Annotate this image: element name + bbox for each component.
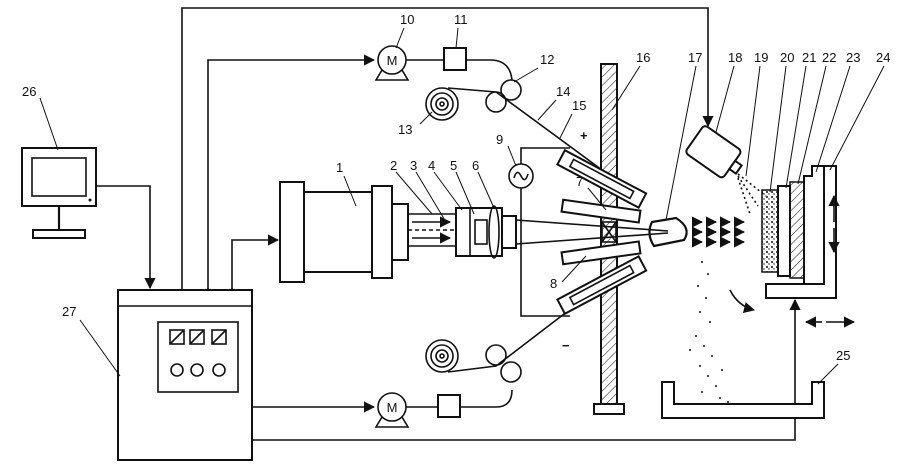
laser-beams [408, 214, 456, 246]
backing-plate-22 [790, 182, 804, 278]
label-8: 8 [550, 276, 557, 291]
molten-droplet-17 [649, 218, 686, 246]
collection-tray-25 [662, 382, 824, 418]
falling-particles [689, 261, 729, 405]
rotation-arrow [730, 290, 754, 310]
label-15: 15 [572, 98, 586, 113]
label-19: 19 [754, 50, 768, 65]
label-9: 9 [496, 132, 503, 147]
label-17: 17 [688, 50, 702, 65]
label-27: 27 [62, 304, 76, 319]
laser-head-1 [280, 182, 408, 282]
control-cabinet-27 [118, 290, 252, 460]
ac-symbol [514, 172, 528, 179]
lower-controller-box [438, 395, 460, 417]
wire-spool-13 [426, 88, 458, 120]
label-13: 13 [398, 122, 412, 137]
motor-symbol: M [387, 53, 398, 68]
support-base [594, 404, 624, 414]
label-2: 2 [390, 158, 397, 173]
lower-wire-spool [426, 340, 458, 372]
computer-26 [22, 148, 96, 238]
label-25: 25 [836, 348, 850, 363]
polarity-minus: − [562, 338, 570, 353]
label-3: 3 [410, 158, 417, 173]
polarity-plus: + [580, 128, 588, 143]
support-column-16 [601, 64, 617, 406]
label-5: 5 [450, 158, 457, 173]
label-22: 22 [822, 50, 836, 65]
controller-box-11 [444, 48, 466, 70]
substrate-21 [778, 186, 790, 276]
lower-motor: M [376, 393, 408, 427]
particle-jet [692, 222, 744, 242]
label-21: 21 [802, 50, 816, 65]
label-6: 6 [472, 158, 479, 173]
optics-group-5 [456, 208, 502, 256]
label-10: 10 [400, 12, 414, 27]
label-24: 24 [876, 50, 890, 65]
label-4: 4 [428, 158, 435, 173]
clamp-23 [804, 166, 824, 286]
label-20: 20 [780, 50, 794, 65]
label-16: 16 [636, 50, 650, 65]
lower-motor-symbol: M [387, 400, 398, 415]
focused-beam [516, 220, 668, 244]
label-26: 26 [22, 84, 36, 99]
label-18: 18 [728, 50, 742, 65]
label-23: 23 [846, 50, 860, 65]
label-7: 7 [576, 174, 583, 189]
label-11: 11 [454, 12, 468, 27]
label-14: 14 [556, 84, 570, 99]
coating-layer-20 [762, 190, 778, 272]
optics-nozzle [502, 216, 516, 248]
label-12: 12 [540, 52, 554, 67]
computer-link [96, 186, 150, 288]
motor-10: M [376, 46, 408, 80]
label-1: 1 [336, 160, 343, 175]
